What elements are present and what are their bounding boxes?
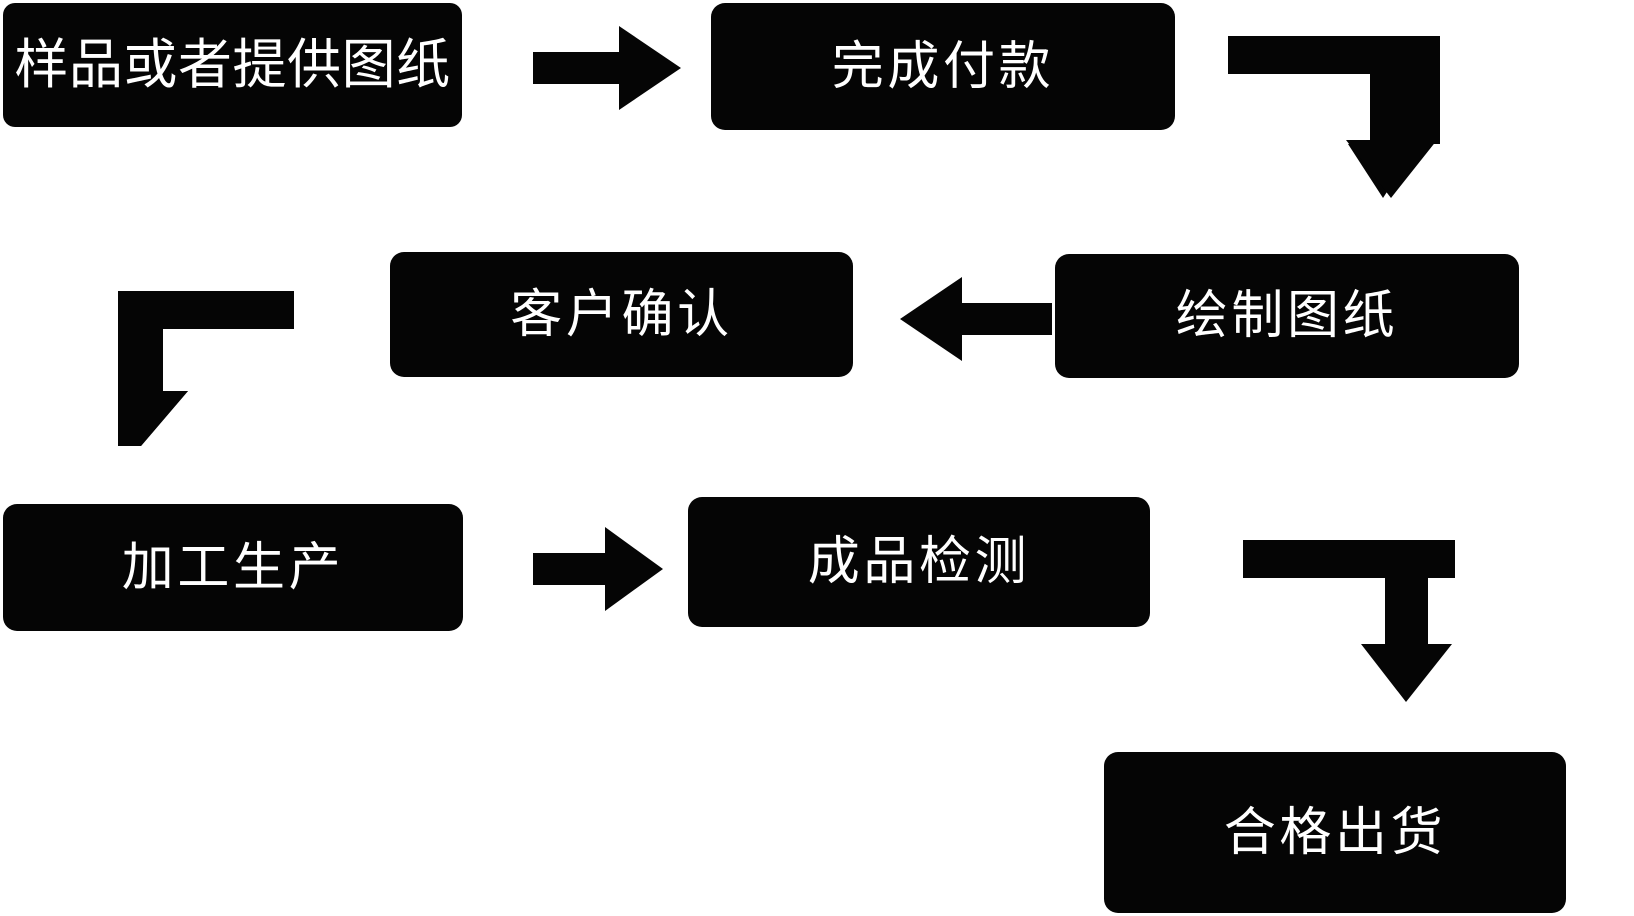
arrow-elbow-inspection-to-shipment	[1243, 540, 1455, 702]
flow-node-confirm-label: 客户确认	[510, 284, 733, 345]
flow-node-production-label: 加工生产	[121, 537, 345, 598]
arrow-right-sample-to-payment	[533, 26, 681, 110]
flow-node-sample-label: 样品或者提供图纸	[14, 33, 451, 96]
arrow-elbow-payment-to-drawing	[1228, 36, 1440, 198]
flow-node-confirm[interactable]: 客户确认	[390, 252, 853, 377]
arrow-elbow-confirm-to-production	[118, 291, 294, 446]
flow-node-inspection[interactable]: 成品检测	[688, 497, 1150, 627]
flow-node-drawing-label: 绘制图纸	[1175, 286, 1399, 346]
flow-node-drawing[interactable]: 绘制图纸	[1055, 254, 1519, 378]
flow-node-payment-label: 完成付款	[831, 36, 1055, 97]
flow-node-shipment[interactable]: 合格出货	[1104, 752, 1566, 913]
flow-node-production[interactable]: 加工生产	[3, 504, 463, 631]
flow-node-shipment-label: 合格出货	[1223, 802, 1447, 863]
flow-node-payment[interactable]: 完成付款	[711, 3, 1175, 130]
arrow-right-production-to-inspection	[533, 527, 663, 611]
flow-node-inspection-label: 成品检测	[807, 532, 1031, 592]
flow-node-sample[interactable]: 样品或者提供图纸	[3, 3, 462, 127]
arrow-left-drawing-to-confirm	[900, 277, 1052, 361]
